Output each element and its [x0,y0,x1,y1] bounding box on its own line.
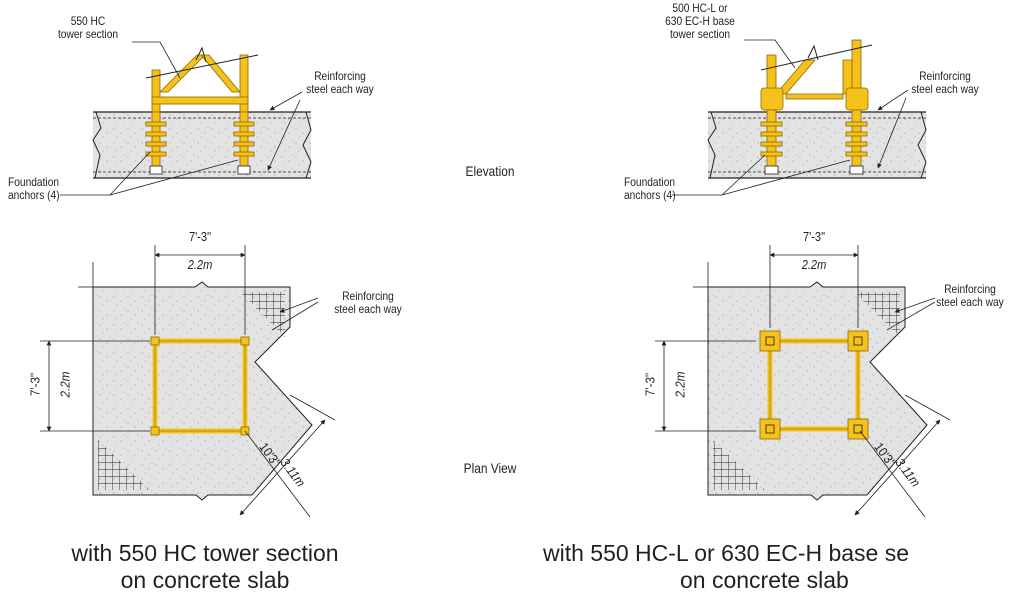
right-tower-section [760,39,869,169]
plan-view-label: Plan View [463,460,517,476]
left-elevation [60,41,312,196]
right-plan [655,245,951,518]
right-elevation [672,39,927,196]
left-plan-dim-m: 2.2m [187,257,213,272]
right-plan-dim-ft: 7'-3" [802,229,825,244]
right-plan-dim-m: 2.2m [801,257,827,272]
left-plan-dim-ft: 7'-3" [188,229,211,244]
left-side-dim-ft: 7'-3" [27,372,43,397]
left-plan-square [152,338,248,434]
right-side-dim-m: 2.2m [672,371,688,398]
left-plan [40,245,336,518]
right-plan-square [767,338,861,432]
right-side-dim-ft: 7'-3" [642,372,658,397]
left-side-dim-m: 2.2m [57,371,73,398]
elevation-view-label: Elevation [465,163,515,179]
